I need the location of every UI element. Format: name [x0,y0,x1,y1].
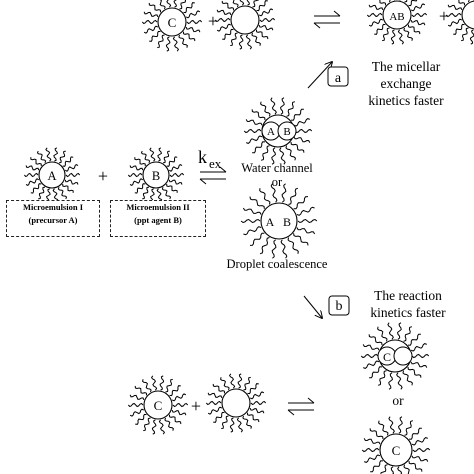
microemulsion-2-title: Microemulsion II [126,202,190,212]
pathway-b-line1: The reaction [374,288,442,303]
label-c-top: C [168,15,177,30]
label-a: A [47,169,56,183]
pathway-b-line2: kinetics faster [370,305,446,320]
micelle-coalescence [240,183,318,259]
mechanism-or: or [272,175,283,189]
rate-constant-k: k [198,147,207,167]
equilibrium-arrows-middle [199,166,227,185]
badge-b-label: b [336,299,343,314]
micelle-ab-top [366,0,428,45]
label-a-coalescence: A [266,215,275,229]
pathway-a-line2: exchange [381,76,432,91]
arrow-to-b [303,295,322,318]
equilibrium-arrows-top [313,10,341,29]
equilibrium-arrows-bottom [287,397,315,416]
pathway-a-line3: kinetics faster [368,93,444,108]
label-b: B [152,169,160,183]
label-c-product-1: C [383,350,391,364]
mechanism-coalescence: Droplet coalescence [227,257,328,271]
badge-a [327,66,349,87]
badge-b [328,295,350,316]
microemulsion-2-box: Microemulsion II (ppt agent B) [110,200,206,237]
micelle-c-top [141,0,203,52]
rate-constant-subscript: ex [209,156,222,171]
microemulsion-2-subtitle: (ppt agent B) [134,215,182,225]
micelle-a [24,147,81,203]
mechanism-water-channel: Water channel [241,161,313,175]
arrow-to-a [307,62,332,89]
plus-middle: + [98,166,108,186]
label-c-product-2: C [392,443,401,458]
droplet-b-water-channel [277,121,297,141]
micelle-c-product-2 [361,416,431,474]
microemulsion-1-box: Microemulsion I (precursor A) [6,200,100,237]
badge-a-label: a [335,71,342,86]
micelle-b [127,147,185,203]
droplet-empty-product [393,346,413,366]
micelle-empty-bottom [205,373,267,433]
label-ab-top: AB [389,11,404,23]
label-a-water-channel: A [267,126,275,138]
rate-constant: k ex [198,147,222,171]
plus-top-2: + [439,6,449,26]
micelle-empty-top-1 [214,0,276,50]
product-or: or [392,393,404,408]
micelle-c-bottom [127,375,189,435]
microemulsion-1-title: Microemulsion I [22,202,84,212]
label-b-coalescence: B [283,215,291,229]
plus-top-1: + [208,11,218,31]
pathway-a-line1: The micellar [372,59,441,74]
plus-bottom: + [191,396,201,416]
micelle-empty-top-2 [445,0,474,45]
label-c-bottom: C [154,398,163,413]
label-b-water-channel: B [283,126,290,138]
microemulsion-1-subtitle: (precursor A) [28,215,78,225]
